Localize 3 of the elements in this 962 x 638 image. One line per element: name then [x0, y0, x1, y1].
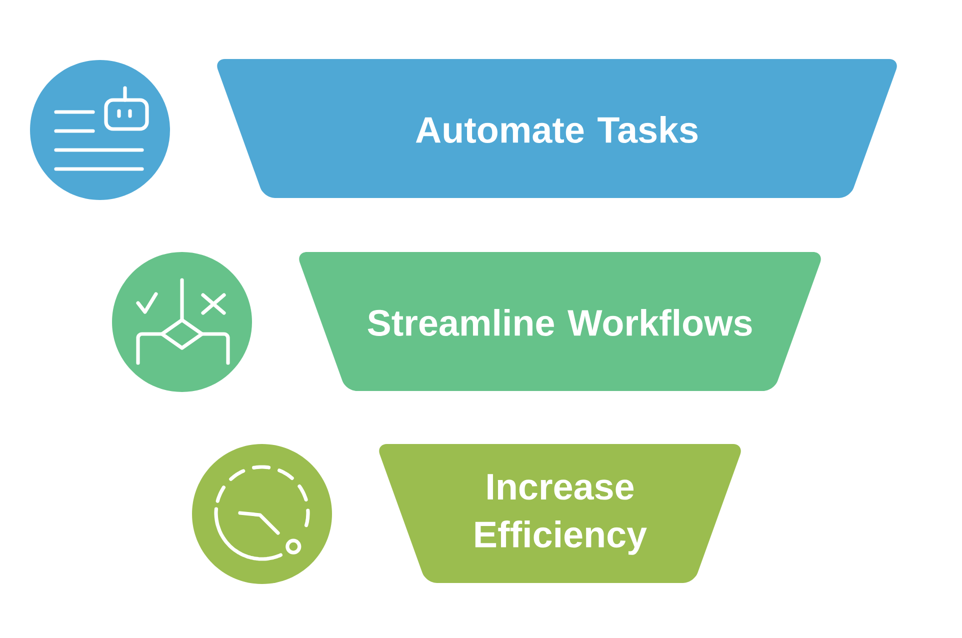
funnel-band: Streamline Workflows — [299, 252, 821, 391]
funnel-band: Increase Efficiency — [379, 444, 741, 583]
funnel-band: Automate Tasks — [217, 59, 897, 198]
